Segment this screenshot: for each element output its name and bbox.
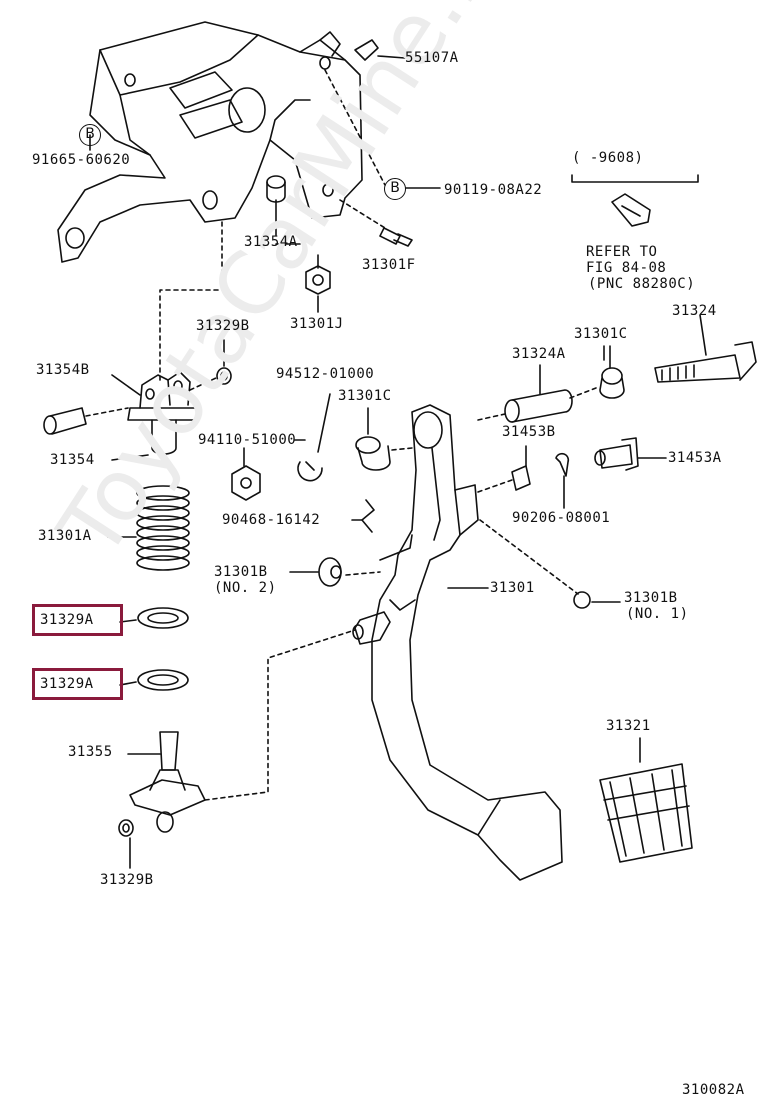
label-31329a-1[interactable]: 31329A [40,612,94,628]
cotter-pin-90206 [555,452,570,477]
b-marker-right: B [384,178,406,200]
label-90468-16142: 90468-16142 [222,512,321,528]
refer-line3: (PNC 88280C) [588,276,696,292]
label-31301j: 31301J [290,316,344,332]
b-marker-left: B [79,124,101,146]
label-31301f: 31301F [362,257,416,273]
cushion-31301b-no2 [318,557,342,587]
label-31301b-no2: 31301B [214,564,268,580]
clip-94512 [297,461,323,482]
pin-31354b [43,407,87,435]
nut-31301j [305,265,331,295]
label-31453b: 31453B [502,424,556,440]
nut-31453b [511,465,531,491]
bracket-note: ( -9608) [572,150,644,166]
label-31301b-no1: 31301B [624,590,678,606]
highlight-box-31329a-1 [32,604,123,636]
washer-31329a-2 [137,669,189,691]
label-31355: 31355 [68,744,113,760]
bushing-31354a [266,175,286,203]
label-31301c-left: 31301C [338,388,392,404]
stop-switch [571,174,699,227]
clip-90468 [361,499,375,533]
label-31354: 31354 [50,452,95,468]
label-31354b: 31354B [36,362,90,378]
pedal-arm-31301 [352,404,563,881]
label-90119-08a22: 90119-08A22 [444,182,543,198]
label-31301c-right: 31301C [574,326,628,342]
highlight-box-31329a-2 [32,668,123,700]
label-31321: 31321 [606,718,651,734]
label-31324a: 31324A [512,346,566,362]
label-94512-01000: 94512-01000 [276,366,375,382]
figure-code: 310082A [682,1082,745,1098]
pedal-pad-31321 [599,763,693,863]
clip-31329b-bottom [118,819,134,837]
label-no1: (NO. 1) [626,606,689,622]
label-31329b-top: 31329B [196,318,250,334]
push-rod-31355 [129,731,206,833]
label-31324: 31324 [672,303,717,319]
label-31301: 31301 [490,580,535,596]
nut-94110 [231,465,261,501]
return-spring [136,485,190,571]
bushing-31301c-left [355,436,391,471]
bolt-31301f [379,227,413,247]
clevis-31354 [127,371,201,455]
collar-31324a [504,389,573,423]
label-31301a: 31301A [38,528,92,544]
bushing-31301c-right [599,367,625,399]
clip-31329b-top [216,367,232,385]
label-90206-08001: 90206-08001 [512,510,611,526]
cushion-31301b-no1 [573,591,591,609]
label-31453a: 31453A [668,450,722,466]
bolt-31453a [594,437,639,471]
label-no2: (NO. 2) [214,580,277,596]
label-31354a: 31354A [244,234,298,250]
clip-55107a [354,39,379,61]
bolt-31324 [654,341,757,383]
label-55107a: 55107A [405,50,459,66]
label-31329b-bottom: 31329B [100,872,154,888]
washer-31329a-1 [137,607,189,629]
label-31329a-2[interactable]: 31329A [40,676,94,692]
pedal-bracket [57,21,363,263]
label-94110-51000: 94110-51000 [198,432,297,448]
refer-line2: FIG 84-08 [586,260,667,276]
refer-line1: REFER TO [586,244,658,260]
label-91665-60620: 91665-60620 [32,152,131,168]
